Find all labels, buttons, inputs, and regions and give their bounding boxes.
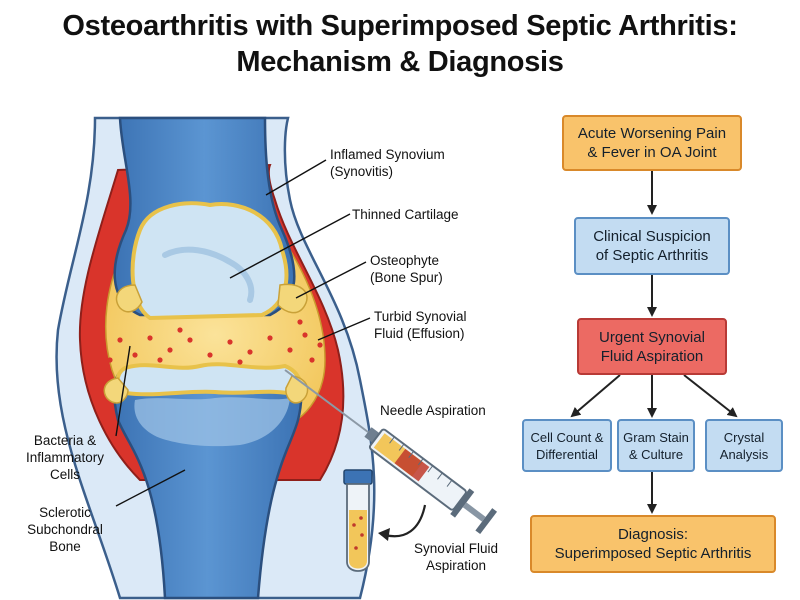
sclerotic-subchondral-bone xyxy=(134,397,290,447)
title-line-2: Mechanism & Diagnosis xyxy=(236,46,564,78)
label-sclerotic-bone: Sclerotic Subchondral Bone xyxy=(27,505,103,554)
flow-test-crystal: Crystal Analysis xyxy=(705,419,783,472)
transfer-arrow xyxy=(384,504,427,538)
flow-step-clinical-suspicion: Clinical Suspicion of Septic Arthritis xyxy=(574,217,730,275)
flow-step-acute-pain: Acute Worsening Pain & Fever in OA Joint xyxy=(562,115,742,171)
label-needle-aspiration: Needle Aspiration xyxy=(380,403,486,418)
needle-syringe xyxy=(284,369,498,535)
label-turbid-fluid: Turbid Synovial Fluid (Effusion) xyxy=(374,309,467,341)
flow-result-diagnosis: Diagnosis: Superimposed Septic Arthritis xyxy=(530,515,776,573)
page-title: Osteoarthritis with Superimposed Septic … xyxy=(0,8,800,80)
osteophyte-upper-left xyxy=(115,284,143,313)
flow-step-aspiration: Urgent Synovial Fluid Aspiration xyxy=(577,318,727,375)
bacteria-and-cells xyxy=(107,319,323,365)
osteophyte-upper-right xyxy=(277,283,308,314)
test-tube xyxy=(343,469,373,572)
label-osteophyte: Osteophyte (Bone Spur) xyxy=(370,253,443,285)
label-thinned-cartilage: Thinned Cartilage xyxy=(352,207,459,222)
flow-test-cell-count: Cell Count & Differential xyxy=(522,419,612,472)
label-synovial-fluid-aspiration: Synovial Fluid Aspiration xyxy=(413,541,499,573)
flow-test-gram-stain: Gram Stain & Culture xyxy=(617,419,695,472)
title-line-1: Osteoarthritis with Superimposed Septic … xyxy=(62,10,738,42)
label-inflamed-synovium: Inflamed Synovium (Synovitis) xyxy=(330,147,445,179)
label-bacteria-cells: Bacteria & Inflammatory Cells xyxy=(25,433,105,482)
leader-lines xyxy=(115,159,371,507)
